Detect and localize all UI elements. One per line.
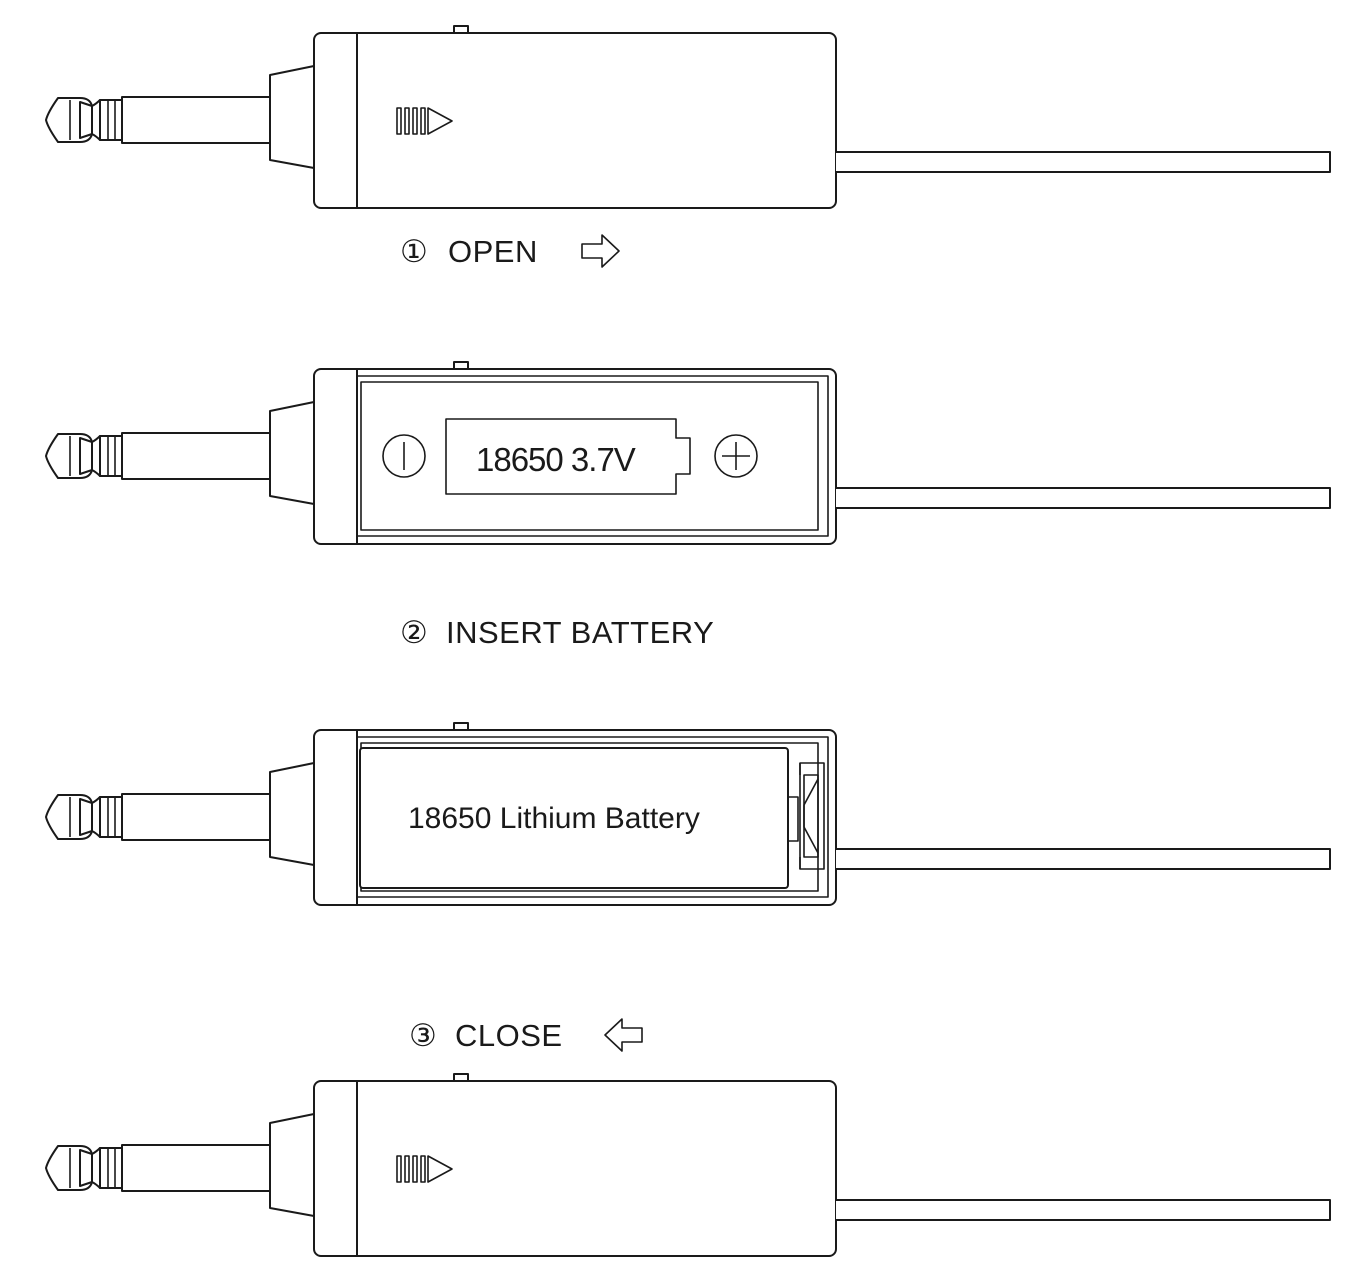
plus-terminal-icon: [714, 434, 758, 478]
battery-slot-label: 18650 3.7V: [476, 441, 636, 478]
jack-plug-icon: [45, 401, 315, 505]
right-outline-arrow-icon: [581, 234, 620, 268]
device-step-2: [45, 361, 1331, 845]
step-3-number: ③: [409, 1018, 437, 1053]
battery-terminal-nub: [787, 796, 799, 842]
minus-terminal-icon: [382, 434, 426, 478]
jack-plug-icon: [45, 65, 315, 169]
left-outline-arrow-icon: [604, 1018, 643, 1052]
step-2-caption: ② INSERT BATTERY: [400, 615, 714, 650]
inserted-battery-label: 18650 Lithium Battery: [408, 802, 700, 835]
step-2-text: INSERT BATTERY: [446, 615, 714, 650]
jack-plug-icon: [45, 762, 315, 866]
device-step-1: [45, 25, 1331, 209]
device-body: [313, 25, 1331, 209]
battery-compartment: [356, 736, 829, 898]
device-step-4: [45, 1073, 1331, 1257]
battery-compartment: [356, 375, 829, 537]
device-step-3: [45, 722, 1331, 906]
battery-slot-outline: [445, 418, 691, 495]
step-3-caption: ③ CLOSE: [409, 1018, 643, 1053]
device-body: [313, 1073, 1331, 1257]
step-1-text: OPEN: [448, 234, 538, 269]
step-3-text: CLOSE: [455, 1018, 563, 1053]
device-body: [313, 361, 1331, 545]
battery-compartment-inner: [360, 381, 819, 531]
step-1-caption: ① OPEN: [400, 234, 620, 269]
jack-plug-icon: [45, 1113, 315, 1217]
step-1-number: ①: [400, 234, 428, 269]
step-2-number: ②: [400, 615, 428, 650]
